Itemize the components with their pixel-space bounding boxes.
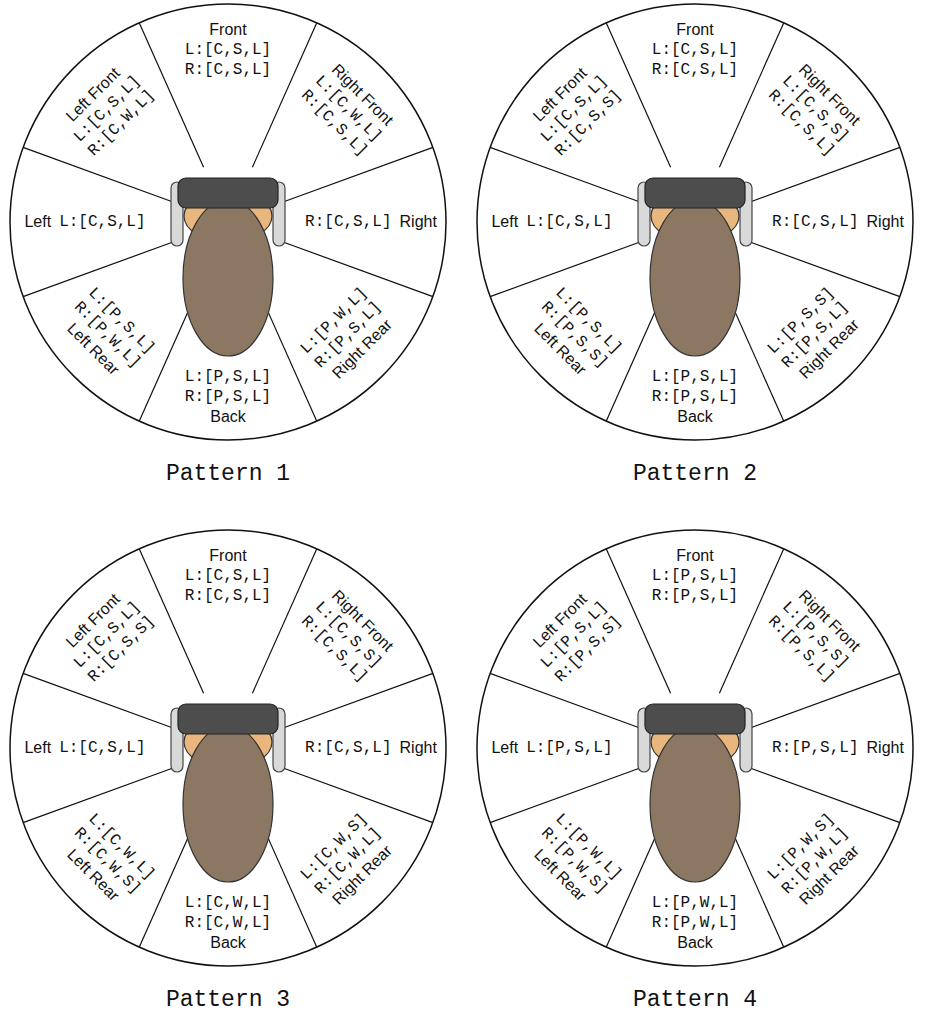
direction-sector: L:[P,S,S]R:[P,S,L]Right Rear [764,283,868,387]
direction-name: Left [491,212,518,232]
channel-code: R:[C,S,L] [305,212,391,232]
pattern-wheel: Pattern 1FrontL:[C,S,L]R:[C,S,L]Left Fro… [10,4,446,440]
pattern-title: Pattern 1 [10,460,446,488]
head-wheel [10,4,446,440]
direction-sector: R:[P,S,L] Right [772,738,904,758]
direction-name: Right [867,212,904,232]
direction-sector: L:[P,W,S]R:[P,W,L]Right Rear [764,809,868,913]
direction-sector: R:[C,S,L] Right [305,738,437,758]
direction-sector: Left L:[P,S,L] [491,738,612,758]
channel-code: L:[C,S,L] [185,566,271,586]
head-wheel [477,4,913,440]
direction-name: Front [676,546,713,566]
direction-sector: L:[P,S,L]R:[P,W,L]Left Rear [56,283,160,387]
channel-code: R:[P,S,L] [652,586,738,606]
pattern-title: Pattern 2 [477,460,913,488]
direction-sector: FrontL:[C,S,L]R:[C,S,L] [185,20,271,80]
channel-code: R:[P,S,L] [772,738,858,758]
direction-name: Front [209,546,246,566]
direction-name: Right [400,212,437,232]
direction-name: Back [210,407,246,427]
pattern-wheel: Pattern 4FrontL:[P,S,L]R:[P,S,L]Left Fro… [477,530,913,966]
direction-name: Left [24,212,51,232]
pattern-title: Pattern 4 [477,986,913,1014]
direction-sector: L:[C,W,L]R:[C,W,S]Left Rear [56,809,160,913]
direction-name: Right [400,738,437,758]
direction-sector: FrontL:[P,S,L]R:[P,S,L] [652,546,738,606]
direction-sector: Left L:[C,S,L] [24,738,145,758]
channel-code: L:[P,S,L] [185,367,271,387]
direction-name: Back [210,933,246,953]
channel-code: R:[P,W,L] [652,913,738,933]
direction-sector: FrontL:[C,S,L]R:[C,S,L] [185,546,271,606]
direction-name: Front [676,20,713,40]
pattern-wheel: Pattern 3FrontL:[C,S,L]R:[C,S,L]Left Fro… [10,530,446,966]
direction-name: Left [24,738,51,758]
direction-sector: R:[C,S,L] Right [305,212,437,232]
channel-code: L:[C,S,L] [526,212,612,232]
channel-code: L:[C,S,L] [59,212,145,232]
direction-sector: L:[P,S,L]R:[P,S,L]Back [185,367,271,427]
direction-sector: Right FrontL:[C,S,S]R:[C,S,L] [764,58,868,162]
direction-sector: Left FrontL:[C,S,L]R:[C,W,L] [56,58,160,162]
direction-sector: Left FrontL:[C,S,L]R:[C,S,S] [56,584,160,688]
direction-sector: R:[C,S,L] Right [772,212,904,232]
direction-name: Front [209,20,246,40]
direction-sector: Left FrontL:[P,S,L]R:[P,S,S] [523,584,627,688]
direction-sector: Right FrontL:[P,S,S]R:[P,S,L] [764,584,868,688]
direction-sector: L:[P,W,L]R:[P,W,S]Left Rear [523,809,627,913]
direction-name: Right [867,738,904,758]
channel-code: L:[C,S,L] [185,40,271,60]
direction-name: Back [677,933,713,953]
channel-code: R:[C,W,L] [185,913,271,933]
direction-sector: Right FrontL:[C,W,L]R:[C,S,L] [297,58,401,162]
direction-name: Left [491,738,518,758]
channel-code: R:[C,S,L] [185,586,271,606]
direction-name: Back [677,407,713,427]
channel-code: R:[C,S,L] [652,60,738,80]
channel-code: R:[C,S,L] [772,212,858,232]
head-wheel [477,530,913,966]
channel-code: R:[P,S,L] [652,387,738,407]
channel-code: R:[P,S,L] [185,387,271,407]
direction-sector: L:[C,W,S]R:[C,W,L]Right Rear [297,809,401,913]
pattern-title: Pattern 3 [10,986,446,1014]
channel-code: L:[P,S,L] [652,566,738,586]
direction-sector: Left FrontL:[C,S,L]R:[C,S,S] [523,58,627,162]
direction-sector: L:[P,S,L]R:[P,S,L]Back [652,367,738,427]
pattern-wheel: Pattern 2FrontL:[C,S,L]R:[C,S,L]Left Fro… [477,4,913,440]
channel-code: L:[P,W,L] [652,893,738,913]
channel-code: L:[C,S,L] [652,40,738,60]
direction-sector: L:[P,W,L]R:[P,W,L]Back [652,893,738,953]
direction-sector: L:[C,W,L]R:[C,W,L]Back [185,893,271,953]
channel-code: R:[C,S,L] [185,60,271,80]
head-wheel [10,530,446,966]
channel-code: L:[C,W,L] [185,893,271,913]
direction-sector: Right FrontL:[C,S,S]R:[C,S,L] [297,584,401,688]
direction-sector: FrontL:[C,S,L]R:[C,S,L] [652,20,738,80]
channel-code: L:[C,S,L] [59,738,145,758]
direction-sector: L:[P,S,L]R:[P,S,S]Left Rear [523,283,627,387]
direction-sector: Left L:[C,S,L] [491,212,612,232]
channel-code: L:[P,S,L] [526,738,612,758]
direction-sector: L:[P,W,L]R:[P,S,L]Right Rear [297,283,401,387]
channel-code: R:[C,S,L] [305,738,391,758]
direction-sector: Left L:[C,S,L] [24,212,145,232]
channel-code: L:[P,S,L] [652,367,738,387]
